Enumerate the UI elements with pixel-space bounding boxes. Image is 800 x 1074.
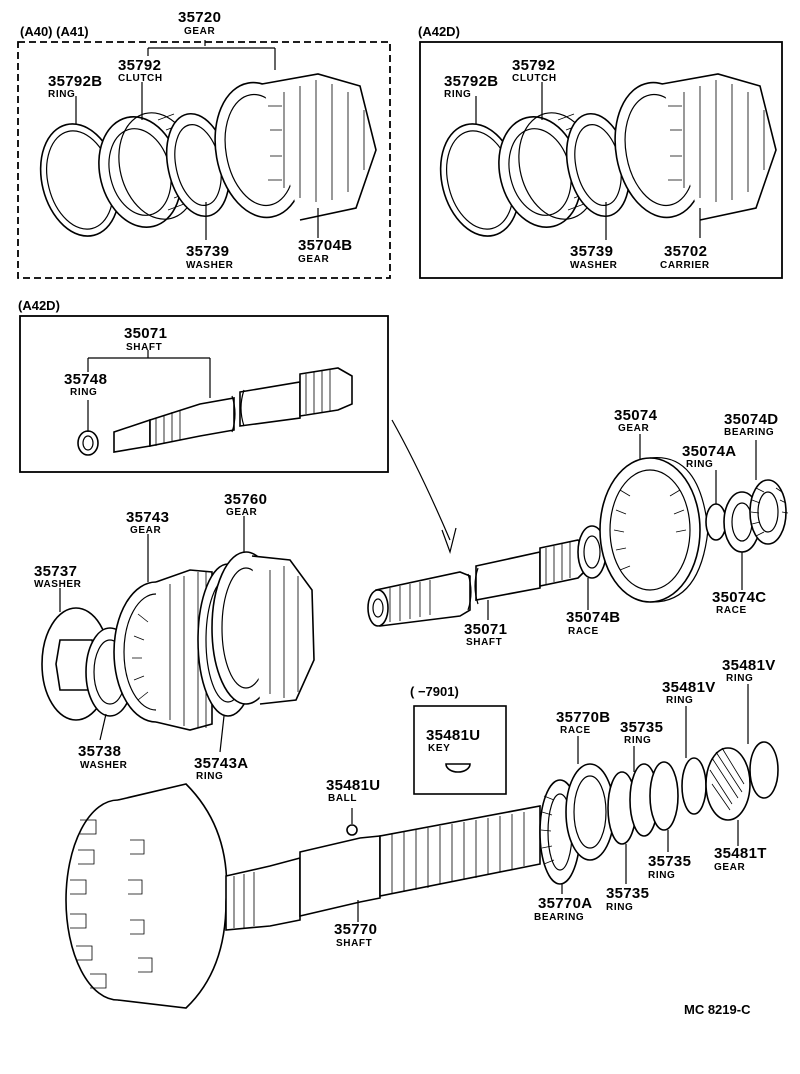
part-name-35792-right: CLUTCH (512, 73, 557, 84)
part-number-35770: 35770 (334, 921, 377, 938)
part-number-35792b-right: 35792B (444, 73, 498, 90)
part-name-35743a: RING (196, 771, 223, 782)
group-label-a42d-top: (A42D) (418, 24, 460, 39)
part-number-35481u-key: 35481U (426, 727, 480, 744)
part-number-35074c: 35074C (712, 589, 766, 606)
part-name-35481v-b: RING (726, 673, 753, 684)
part-number-35743a: 35743A (194, 755, 248, 772)
part-name-35770: SHAFT (336, 938, 372, 949)
part-name-35792-left: CLUTCH (118, 73, 163, 84)
group-label-a42d-shaft: (A42D) (18, 298, 60, 313)
part-name-35720: GEAR (184, 26, 215, 37)
bearing-35074d-drawing (749, 479, 789, 545)
part-name-35743: GEAR (130, 525, 161, 536)
a42d-top-group-frame (419, 41, 783, 279)
group-label-range: ( −7901) (410, 684, 459, 699)
shaft-35071-top-drawing (113, 367, 353, 453)
part-number-35738: 35738 (78, 743, 121, 760)
ball-35481u-drawing (346, 824, 358, 836)
part-name-35792b-left: RING (48, 89, 75, 100)
leader-lines (59, 40, 757, 922)
gear-35074-drawing (599, 457, 709, 603)
shaft-35071-mid-drawing (367, 539, 585, 627)
part-number-35735-a: 35735 (620, 719, 663, 736)
part-number-35074d: 35074D (724, 411, 778, 428)
race-35770b-drawing (565, 763, 615, 861)
part-name-35481u-key: KEY (428, 743, 450, 754)
part-name-35071-top: SHAFT (126, 342, 162, 353)
part-name-35748: RING (70, 387, 97, 398)
part-number-35770b: 35770B (556, 709, 610, 726)
part-number-35481t: 35481T (714, 845, 767, 862)
part-number-35760: 35760 (224, 491, 267, 508)
part-name-35074a: RING (686, 459, 713, 470)
part-name-35760: GEAR (226, 507, 257, 518)
part-name-35735-c: RING (606, 902, 633, 913)
part-name-35074b: RACE (568, 626, 599, 637)
ring-35735-set-drawing (607, 761, 679, 845)
ring-35074a-drawing (705, 503, 727, 541)
part-number-35074a: 35074A (682, 443, 736, 460)
part-number-35770a: 35770A (538, 895, 592, 912)
part-name-35074d: BEARING (724, 427, 774, 438)
group-label-a40-a41: (A40) (A41) (20, 24, 89, 39)
part-number-35792-left: 35792 (118, 57, 161, 74)
part-number-35071-mid: 35071 (464, 621, 507, 638)
part-number-35739-left: 35739 (186, 243, 229, 260)
part-name-35735-a: RING (624, 735, 651, 746)
relocation-arrow-head (441, 527, 457, 555)
part-name-35702: CARRIER (660, 260, 710, 271)
part-name-35737: WASHER (34, 579, 82, 590)
part-name-35481u-ball: BALL (328, 793, 357, 804)
key-group-frame (413, 705, 507, 795)
a40-a41-group-frame (17, 41, 391, 279)
relocation-arrow (391, 419, 451, 541)
part-name-35739-left: WASHER (186, 260, 234, 271)
part-name-35770a: BEARING (534, 912, 584, 923)
part-name-35481v-a: RING (666, 695, 693, 706)
ring-35748-drawing (77, 430, 99, 456)
part-number-35720: 35720 (178, 9, 221, 26)
carrier-35702-drawing (614, 73, 777, 221)
gear-35704b-drawing (214, 73, 377, 221)
diagram-reference-code: MC 8219-C (684, 1002, 751, 1017)
gear-35760-drawing (211, 551, 315, 705)
part-name-35738: WASHER (80, 760, 128, 771)
part-name-35481t: GEAR (714, 862, 745, 873)
part-number-35704b: 35704B (298, 237, 352, 254)
part-number-35071-top: 35071 (124, 325, 167, 342)
part-name-35739-right: WASHER (570, 260, 618, 271)
gear-35743-drawing (113, 569, 213, 731)
part-number-35735-c: 35735 (606, 885, 649, 902)
shaft-35770-drawing (65, 783, 541, 1009)
part-number-35748: 35748 (64, 371, 107, 388)
part-name-35704b: GEAR (298, 254, 329, 265)
part-name-35735-b: RING (648, 870, 675, 881)
part-name-35770b: RACE (560, 725, 591, 736)
part-number-35481u-ball: 35481U (326, 777, 380, 794)
part-number-35739-right: 35739 (570, 243, 613, 260)
part-number-35792-right: 35792 (512, 57, 555, 74)
part-number-35481v-a: 35481V (662, 679, 716, 696)
a42d-shaft-group-frame (19, 315, 389, 473)
part-number-35792b-left: 35792B (48, 73, 102, 90)
part-name-35071-mid: SHAFT (466, 637, 502, 648)
part-number-35074: 35074 (614, 407, 658, 424)
ring-35481v-set-drawing (681, 741, 779, 815)
part-name-35792b-right: RING (444, 89, 471, 100)
key-35481u-drawing (445, 763, 471, 773)
part-number-35735-b: 35735 (648, 853, 691, 870)
gear-35481t-drawing (705, 747, 751, 821)
part-number-35481v-b: 35481V (722, 657, 776, 674)
part-name-35074c: RACE (716, 605, 747, 616)
part-number-35743: 35743 (126, 509, 169, 526)
part-number-35702: 35702 (664, 243, 707, 260)
part-number-35737: 35737 (34, 563, 77, 580)
part-name-35074: GEAR (618, 423, 649, 434)
part-number-35074b: 35074B (566, 609, 620, 626)
